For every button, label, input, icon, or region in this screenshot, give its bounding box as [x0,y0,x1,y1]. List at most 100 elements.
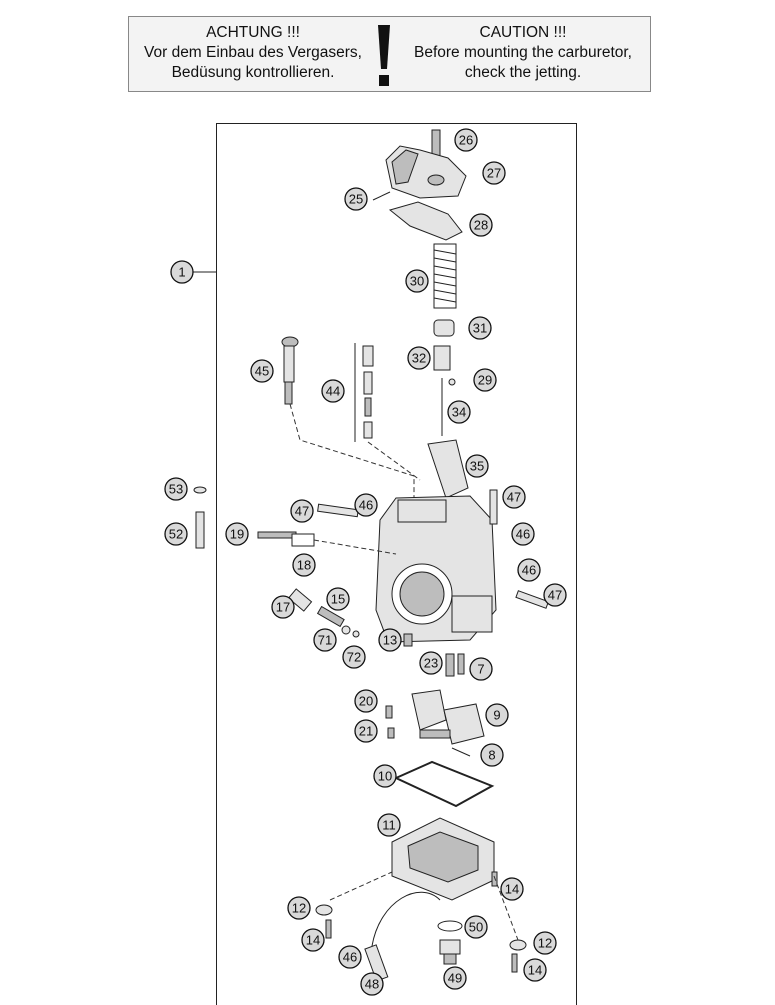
svg-text:34: 34 [452,405,466,420]
screw-part [316,605,345,628]
svg-text:48: 48 [365,977,379,992]
tube-part [489,489,498,525]
tube-part [515,590,550,609]
callout-10: 10 [373,764,397,788]
gasket-part [388,201,463,241]
assembly-frame [216,123,577,1005]
svg-text:47: 47 [507,490,521,505]
svg-text:71: 71 [318,633,332,648]
callout-12: 12 [533,931,557,955]
jet-part [403,633,413,647]
carburetor-body-part [375,495,497,643]
svg-text:25: 25 [349,192,363,207]
jet-part [445,653,455,677]
callout-12: 12 [287,896,311,920]
screw-part [511,953,518,973]
callout-31: 31 [468,316,492,340]
callout-71: 71 [313,628,337,652]
callout-52: 52 [164,522,188,546]
adjuster-screw-part [281,336,299,405]
caution-english: CAUTION !!! Before mounting the carburet… [397,23,649,83]
callout-15: 15 [326,587,350,611]
valve-part [385,705,393,719]
callout-50: 50 [464,915,488,939]
svg-text:53: 53 [169,482,183,497]
callout-46: 46 [354,493,378,517]
idle-screw-part [257,531,297,539]
callout-48: 48 [360,972,384,996]
caution-box: ACHTUNG !!! Vor dem Einbau des Vergasers… [128,16,651,92]
svg-text:30: 30 [410,274,424,289]
exclamation-icon [378,25,390,86]
bracket-part [315,904,333,916]
svg-text:14: 14 [505,882,519,897]
svg-text:35: 35 [470,459,484,474]
callout-8: 8 [480,743,504,767]
callout-49: 49 [443,966,467,990]
svg-text:12: 12 [292,901,306,916]
callout-14: 14 [523,958,547,982]
svg-text:14: 14 [306,933,320,948]
cover-part [427,439,469,499]
svg-text:20: 20 [359,694,373,709]
svg-text:18: 18 [297,558,311,573]
callout-47: 47 [290,499,314,523]
svg-text:11: 11 [382,818,396,833]
svg-text:32: 32 [412,351,426,366]
callout-13: 13 [378,628,402,652]
float-bowl-part [391,817,495,901]
callout-11: 11 [377,813,401,837]
svg-text:47: 47 [295,504,309,519]
o-ring-part [352,630,360,638]
clip-part [448,378,456,386]
callout-9: 9 [485,703,509,727]
callout-14: 14 [500,877,524,901]
dashed-leader [493,875,519,941]
bracket-part [509,939,527,951]
svg-text:44: 44 [326,384,340,399]
callout-47: 47 [543,583,567,607]
float-part [411,689,485,745]
svg-text:29: 29 [478,373,492,388]
callout-18: 18 [292,553,316,577]
svg-text:31: 31 [473,321,487,336]
callout-26: 26 [454,128,478,152]
svg-text:10: 10 [378,769,392,784]
svg-text:9: 9 [493,708,500,723]
top-cap-part [372,129,467,201]
float-bowl-gasket-part [393,760,495,808]
callout-17: 17 [271,595,295,619]
svg-text:49: 49 [448,971,462,986]
caution-english-line-1: Before mounting the carburetor, [414,44,632,61]
washer-part [341,625,351,635]
svg-text:46: 46 [516,527,530,542]
callout-72: 72 [342,645,366,669]
callout-46: 46 [511,522,535,546]
svg-text:21: 21 [359,724,373,739]
callout-35: 35 [465,454,489,478]
callout-34: 34 [447,400,471,424]
plug-part [195,511,205,549]
callout-21: 21 [354,719,378,743]
callout-1: 1 [170,260,194,284]
svg-text:8: 8 [488,748,495,763]
caution-german-line-1: Vor dem Einbau des Vergasers, [144,44,362,61]
svg-text:46: 46 [343,950,357,965]
jet-kit-part [354,343,374,442]
o-ring-part [437,920,463,932]
caution-english-line-2: check the jetting. [464,64,582,81]
screw-part [491,871,498,887]
svg-text:1: 1 [178,265,185,280]
vent-hose-part [371,891,441,947]
svg-text:17: 17 [276,600,290,615]
screw-part [325,919,332,939]
svg-text:28: 28 [474,218,488,233]
drain-plug-part [439,939,461,965]
callout-30: 30 [405,269,429,293]
caution-german-title: ACHTUNG !!! [206,24,300,41]
svg-text:72: 72 [347,650,361,665]
svg-text:27: 27 [487,166,501,181]
callout-29: 29 [473,368,497,392]
spring-part [433,243,457,309]
